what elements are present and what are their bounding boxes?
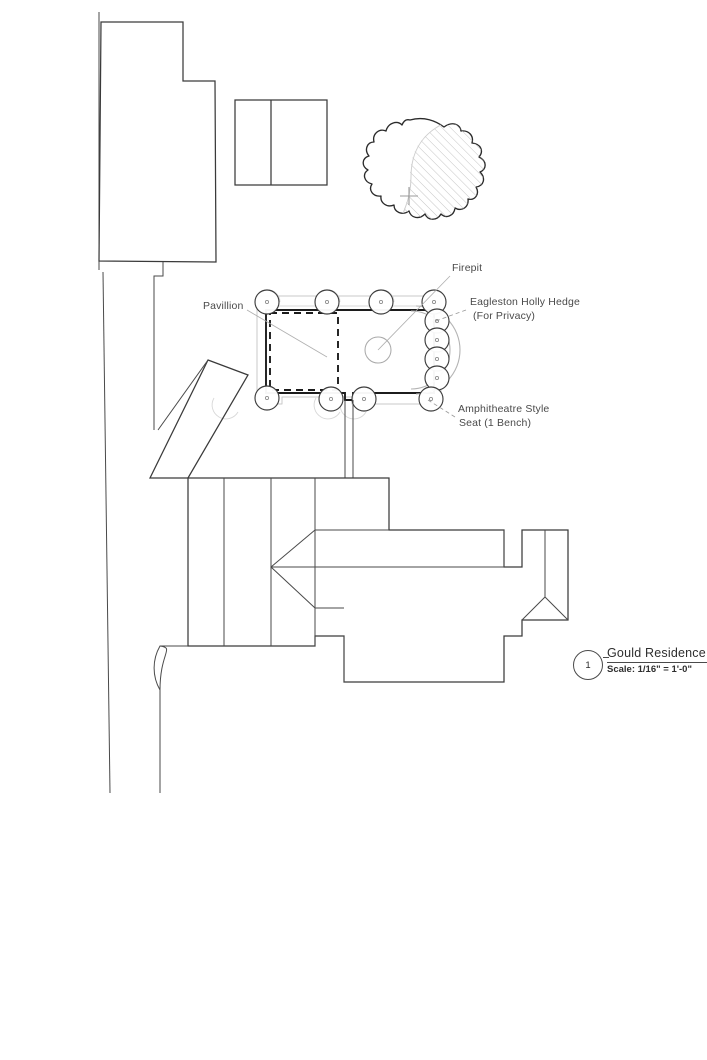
- annotation-holly-hedge-line-1: Eagleston Holly Hedge: [470, 296, 580, 308]
- annotation-holly-hedge: Eagleston Holly Hedge (For Privacy): [470, 296, 580, 323]
- annotation-firepit: Firepit: [452, 262, 482, 276]
- detail-number-bubble: 1: [573, 650, 603, 680]
- leader-holly-hedge: [432, 309, 467, 323]
- walkway-path: [344, 400, 354, 478]
- pavilion-dashed-outline: [269, 312, 339, 391]
- annotation-pavillion-line-1: Pavillion: [203, 300, 244, 312]
- firepit-circle: [364, 336, 392, 364]
- annotation-firepit-line-1: Firepit: [452, 262, 483, 274]
- title-block: 1 Gould Residence Scale: 1/16" = 1'-0": [573, 645, 707, 687]
- annotation-amphitheatre-seat: Amphitheatre Style Seat (1 Bench): [458, 403, 549, 430]
- main-house-roof-plan: [187, 477, 569, 683]
- title-block-text: Gould Residence Scale: 1/16" = 1'-0": [607, 646, 707, 676]
- annotation-amphitheatre-line-1: Amphitheatre Style: [458, 403, 550, 415]
- holly-hedge-shrub-row: [211, 289, 450, 420]
- detail-number: 1: [585, 659, 591, 671]
- driveway-edge: [153, 645, 188, 793]
- leader-amphitheatre: [427, 399, 456, 418]
- annotation-leaders: [246, 275, 467, 418]
- neighbor-building-footprint: [98, 21, 217, 430]
- annotation-amphitheatre-line-2: Seat (1 Bench): [459, 416, 532, 429]
- drawing-title: Gould Residence: [607, 646, 706, 660]
- angled-deck: [148, 359, 249, 479]
- annotation-pavillion: Pavillion: [203, 300, 243, 314]
- leader-pavillion: [246, 309, 328, 358]
- tree-center-cross: [400, 187, 418, 205]
- title-block-rule: [607, 662, 707, 663]
- tree-shadow-hatch: [363, 118, 486, 220]
- leader-firepit: [377, 275, 451, 351]
- scale-label: Scale: 1/16" = 1'-0": [607, 664, 692, 675]
- annotation-holly-hedge-line-2: (For Privacy): [473, 309, 536, 322]
- existing-tree-canopy: [362, 117, 486, 220]
- two-bay-outbuilding: [234, 99, 328, 186]
- title-block-leader: [603, 657, 609, 658]
